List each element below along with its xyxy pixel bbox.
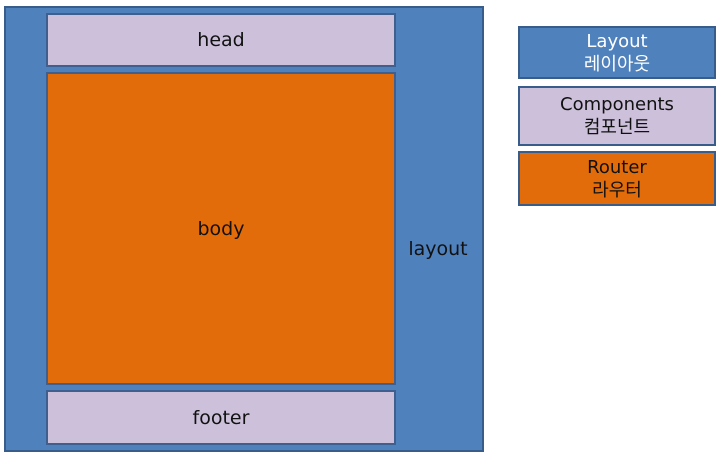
footer-label: footer xyxy=(192,406,250,429)
legend-layout: Layout 레이아웃 xyxy=(518,26,716,79)
body-region: body xyxy=(46,72,396,385)
legend-layout-name: Layout xyxy=(586,30,648,52)
footer-region: footer xyxy=(46,390,396,445)
legend-layout-korean: 레이아웃 xyxy=(583,53,651,75)
legend-components-korean: 컴포넌트 xyxy=(583,117,651,138)
body-label: body xyxy=(197,217,245,240)
legend-components: Components 컴포넌트 xyxy=(518,86,716,146)
layout-label: layout xyxy=(408,238,468,260)
legend-router-name: Router xyxy=(587,156,647,178)
legend-components-name: Components xyxy=(560,94,674,115)
head-label: head xyxy=(197,29,245,51)
legend-router: Router 라우터 xyxy=(518,151,716,206)
head-region: head xyxy=(46,13,396,67)
legend-router-korean: 라우터 xyxy=(592,179,642,201)
